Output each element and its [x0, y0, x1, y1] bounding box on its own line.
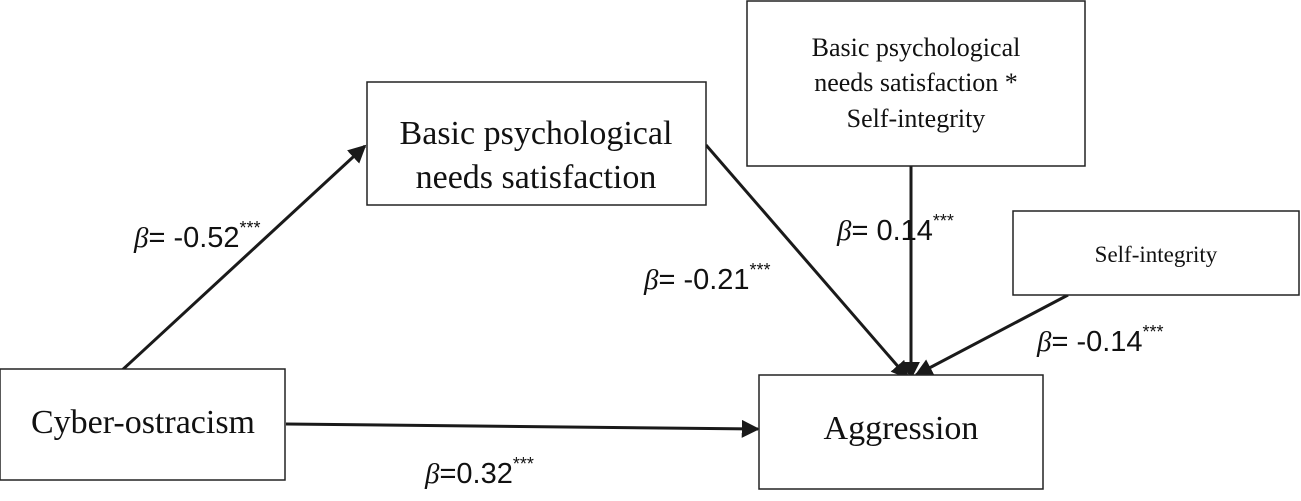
- node-box: [0, 368, 286, 481]
- node-self-integrity: Self-integrity: [1012, 210, 1300, 296]
- node-label-line-2: needs satisfaction: [416, 159, 657, 196]
- coef-value: = -0.14: [1051, 326, 1142, 358]
- beta-symbol: β: [1036, 326, 1052, 358]
- node-aggression: Aggression: [758, 374, 1044, 490]
- node-label-line-1: Basic psychological: [812, 33, 1021, 62]
- beta-symbol: β: [133, 222, 149, 254]
- coef-cyber-to-aggression: β=0.32***: [424, 454, 534, 490]
- beta-symbol: β: [424, 458, 440, 490]
- coef-cyber-to-needs: β= -0.52***: [133, 218, 261, 254]
- significance-stars: ***: [240, 218, 261, 238]
- beta-symbol: β: [836, 215, 852, 247]
- coef-self-integrity-to-aggression: β= -0.14***: [1036, 322, 1164, 358]
- coef-value: = -0.21: [658, 264, 749, 296]
- node-box: [758, 374, 1044, 490]
- node-basic-needs-satisfaction: Basic psychological needs satisfaction: [366, 81, 707, 206]
- significance-stars: ***: [750, 260, 771, 280]
- coef-value: = -0.52: [148, 222, 239, 254]
- node-interaction-term: Basic psychological needs satisfaction *…: [746, 0, 1086, 167]
- significance-stars: ***: [933, 211, 954, 231]
- node-label: Self-integrity: [1095, 242, 1218, 267]
- node-label-line-3: Self-integrity: [847, 104, 986, 133]
- arrow-cyber-to-needs: [117, 144, 367, 375]
- node-box: [1012, 210, 1300, 296]
- coef-interaction-to-aggression: β= 0.14***: [836, 211, 954, 247]
- arrow-cyber-to-aggression: [285, 419, 760, 438]
- node-label: Cyber-ostracism: [31, 404, 255, 441]
- significance-stars: ***: [513, 454, 534, 474]
- coef-needs-to-aggression: β= -0.21***: [643, 260, 771, 296]
- path-labels: β= -0.52*** β= -0.21*** β= 0.14*** β= -0…: [133, 211, 1164, 490]
- arrow-needs-to-aggression: [704, 144, 910, 380]
- edges: [117, 144, 1069, 438]
- arrow-self-integrity-to-aggression: [914, 293, 1069, 377]
- node-label-line-1: Basic psychological: [400, 115, 673, 152]
- significance-stars: ***: [1143, 322, 1164, 342]
- node-box: [746, 0, 1086, 167]
- coef-value: =0.32: [439, 458, 512, 490]
- coef-value: = 0.14: [851, 215, 932, 247]
- node-label: Aggression: [824, 410, 979, 447]
- beta-symbol: β: [643, 264, 659, 296]
- node-box: [366, 81, 707, 206]
- node-cyber-ostracism: Cyber-ostracism: [0, 368, 286, 481]
- node-label-line-2: needs satisfaction *: [814, 68, 1018, 97]
